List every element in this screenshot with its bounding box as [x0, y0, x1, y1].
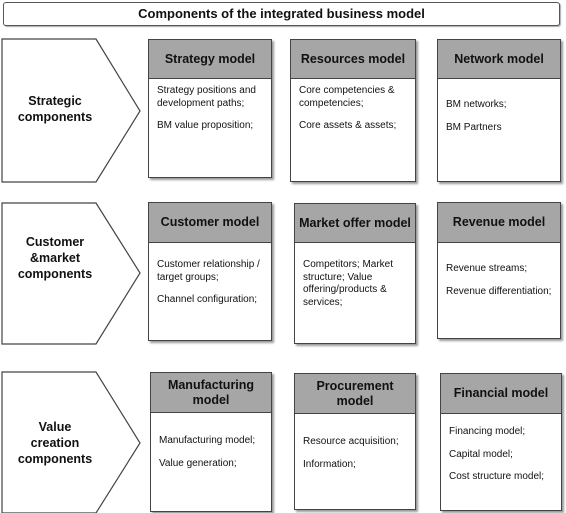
market-offer-model-card: Market offer model Competitors; Market s…	[294, 203, 416, 344]
revenue-model-title: Revenue model	[438, 203, 560, 243]
procurement-model-item: Resource acquisition;	[303, 436, 399, 447]
network-model-card: Network model BM networks; BM Partners	[437, 39, 561, 182]
manufacturing-model-item: Value generation;	[159, 457, 237, 469]
financial-model-card: Financial model Financing model; Capital…	[440, 373, 562, 511]
network-model-title: Network model	[438, 40, 560, 79]
resources-model-card: Resources model Core competencies & comp…	[290, 39, 416, 182]
row-arrow-value-creation	[1, 371, 141, 513]
revenue-model-item: Revenue differentiation;	[446, 285, 552, 297]
resources-model-item: Core assets & assets;	[299, 120, 397, 131]
customer-model-item: Customer relationship / target groups;	[157, 259, 260, 283]
financial-model-item: Capital model;	[449, 448, 513, 460]
financial-model-item: Financing model;	[449, 426, 526, 437]
manufacturing-model-card: Manufacturing model Manufacturing model;…	[150, 372, 272, 512]
procurement-model-card: Procurement model Resource acquisition; …	[294, 373, 416, 510]
row-arrow-strategic	[1, 38, 141, 183]
manufacturing-model-item: Manufacturing model;	[159, 435, 256, 446]
customer-model-item: Channel configuration;	[157, 294, 258, 305]
revenue-model-item: Revenue streams;	[446, 263, 528, 274]
resources-model-item: Core competencies & competencies;	[299, 85, 395, 109]
procurement-model-title: Procurement model	[295, 374, 415, 414]
network-model-item: BM Partners	[446, 121, 502, 133]
network-model-item: BM networks;	[446, 99, 507, 110]
strategy-model-item: Strategy positions and development paths…	[157, 85, 256, 109]
procurement-model-item: Information;	[303, 458, 356, 470]
row-arrow-customer-market	[1, 202, 141, 345]
financial-model-title: Financial model	[441, 374, 561, 414]
financial-model-item: Cost structure model;	[449, 471, 545, 482]
customer-model-title: Customer model	[149, 203, 271, 243]
customer-model-card: Customer model Customer relationship / t…	[148, 202, 272, 341]
diagram-title: Components of the integrated business mo…	[3, 2, 560, 26]
market-offer-model-title: Market offer model	[295, 204, 415, 243]
strategy-model-title: Strategy model	[149, 40, 271, 79]
manufacturing-model-title: Manufacturing model	[151, 373, 271, 413]
strategy-model-card: Strategy model Strategy positions and de…	[148, 39, 272, 178]
revenue-model-card: Revenue model Revenue streams; Revenue d…	[437, 202, 561, 339]
market-offer-model-item: Competitors; Market structure; Value off…	[303, 259, 394, 308]
resources-model-title: Resources model	[291, 40, 415, 79]
strategy-model-item: BM value proposition;	[157, 120, 254, 131]
